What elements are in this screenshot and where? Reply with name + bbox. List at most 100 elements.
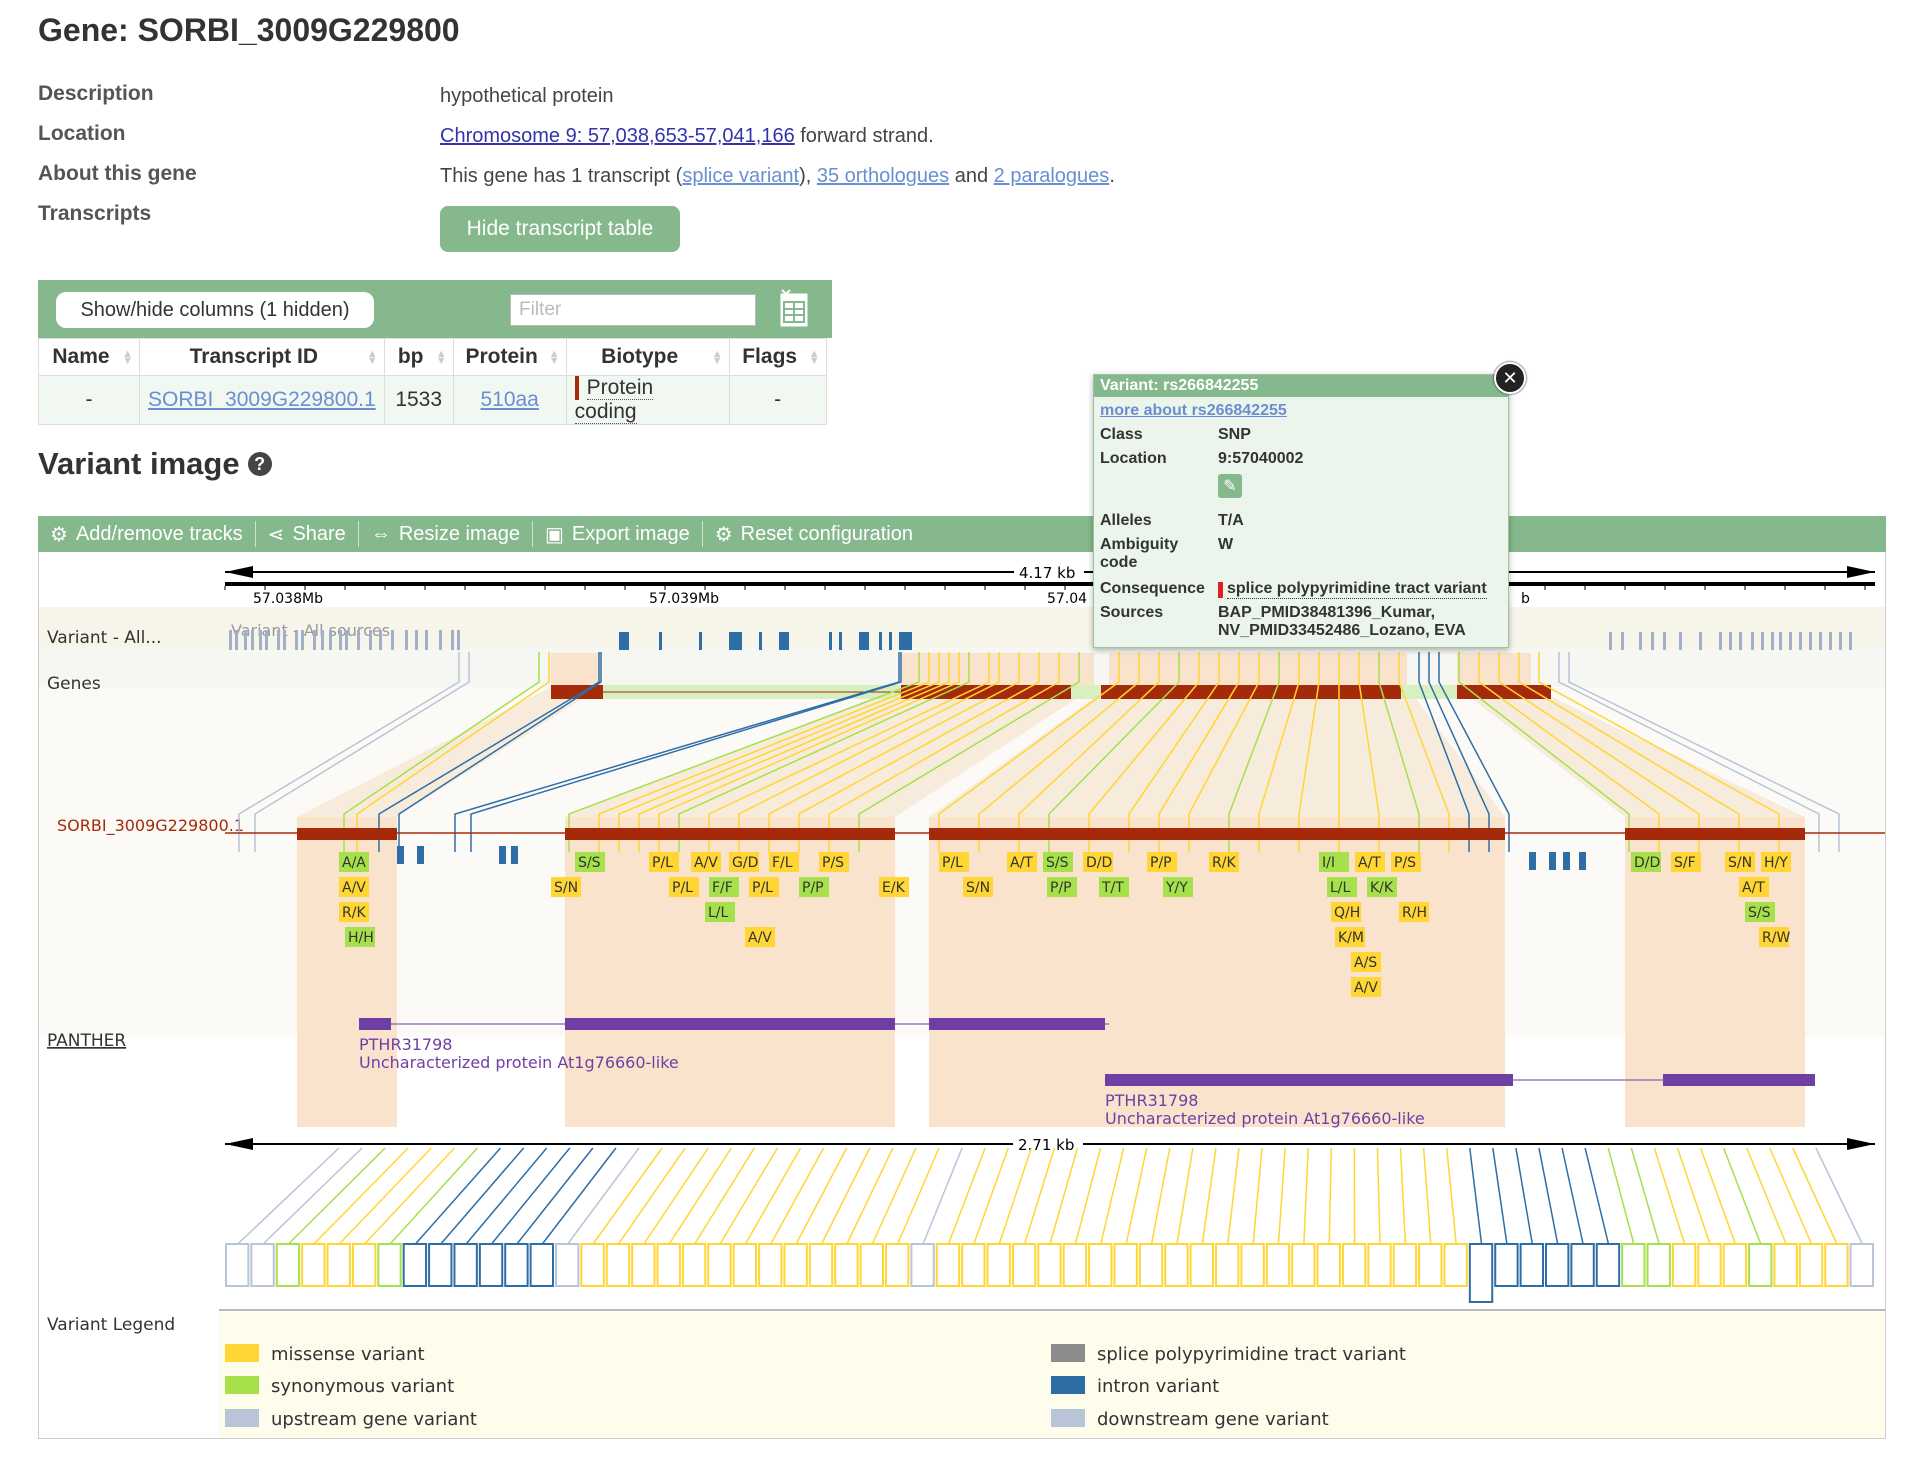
- variant-tick: [1729, 632, 1732, 650]
- popup-value-location: 9:57040002: [1218, 450, 1304, 467]
- help-icon[interactable]: ?: [247, 452, 272, 476]
- aa-box: [1759, 927, 1789, 947]
- variant-box: [377, 1243, 402, 1287]
- share-button[interactable]: ⋖Share: [256, 521, 359, 547]
- variant-box: [1418, 1243, 1443, 1287]
- col-biotype[interactable]: Biotype▲▼: [565, 338, 730, 376]
- track-label-panther[interactable]: PANTHER: [47, 1031, 126, 1051]
- variant-box: [1062, 1243, 1088, 1287]
- box-connector: [973, 1147, 1009, 1245]
- paralogues-link[interactable]: 2 paralogues: [993, 165, 1110, 187]
- aa-label: S/S: [1748, 905, 1771, 921]
- variant-box: [631, 1243, 656, 1287]
- aa-label: L/L: [708, 905, 729, 921]
- col-flags[interactable]: Flags▲▼: [728, 338, 827, 376]
- variant-image-panel: 4.17 kb 57.038Mb 57.039Mb 57.04 b Varian…: [38, 552, 1886, 1439]
- aa-box: [649, 852, 679, 872]
- intron-markers[interactable]: [397, 846, 1586, 870]
- variant-box: [859, 1243, 884, 1287]
- aa-box: [1083, 852, 1113, 872]
- variant-tick: [1849, 632, 1852, 650]
- aa-box: [1047, 877, 1077, 897]
- excel-export-icon[interactable]: [778, 288, 810, 328]
- variant-tick: [779, 632, 789, 650]
- variant-boxes[interactable]: [225, 1147, 1874, 1303]
- variant-tick: [759, 632, 762, 650]
- variant-box: [1748, 1243, 1773, 1287]
- col-transcript-id[interactable]: Transcript ID▲▼: [139, 338, 385, 376]
- aa-label: S/N: [966, 880, 990, 896]
- col-protein[interactable]: Protein▲▼: [452, 338, 567, 376]
- box-connector: [1584, 1147, 1610, 1245]
- panther-domains[interactable]: [359, 1018, 1815, 1086]
- chromosome-link[interactable]: Chromosome 9: 57,038,653-57,041,166: [440, 125, 795, 147]
- box-connector: [541, 1147, 617, 1245]
- variant-box: [1671, 1243, 1697, 1287]
- box-connector: [1515, 1147, 1534, 1245]
- box-connector: [1653, 1147, 1686, 1245]
- aa-box: [1043, 852, 1073, 872]
- box-connector: [1538, 1147, 1559, 1245]
- box-connector: [897, 1147, 940, 1245]
- variant-tick: [339, 630, 342, 650]
- popup-value-sources-1: BAP_PMID38481396_Kumar,: [1218, 604, 1436, 621]
- variant-tick: [457, 630, 460, 650]
- variant-tick: [659, 632, 662, 650]
- variant-box: [1697, 1243, 1722, 1287]
- aa-box: [1355, 852, 1385, 872]
- popup-value-alleles: T/A: [1218, 512, 1244, 529]
- aa-label: P/P: [1150, 855, 1172, 871]
- aa-box: [551, 877, 581, 897]
- popup-more-link[interactable]: more about rs266842255: [1100, 402, 1287, 419]
- aa-box: [1147, 852, 1177, 872]
- variant-box: [580, 1243, 605, 1287]
- variant-box: [351, 1243, 377, 1287]
- tick-label-0: 57.038Mb: [253, 591, 323, 607]
- cell-transcript-id[interactable]: SORBI_3009G229800.1: [139, 374, 385, 426]
- aa-label: P/L: [652, 855, 673, 871]
- aa-box: [1099, 877, 1129, 897]
- variant-tick: [313, 630, 316, 650]
- aa-box: [879, 877, 909, 897]
- resize-image-button[interactable]: ⇔Resize image: [359, 521, 533, 547]
- close-icon[interactable]: ✕: [1494, 362, 1526, 394]
- box-connector: [414, 1147, 502, 1245]
- splice-variant-link[interactable]: splice variant: [682, 165, 800, 187]
- aa-label: A/V: [1354, 980, 1378, 996]
- tick-label-3: b: [1521, 591, 1530, 607]
- variant-image-heading: Variant image ?: [38, 446, 272, 482]
- edit-icon[interactable]: ✎: [1218, 474, 1242, 498]
- variant-tick: [1839, 632, 1842, 650]
- box-connector: [744, 1147, 802, 1245]
- add-remove-tracks-button[interactable]: ⚙Add/remove tracks: [38, 521, 256, 547]
- hide-transcript-table-button[interactable]: Hide transcript table: [440, 206, 680, 252]
- show-hide-columns-button[interactable]: Show/hide columns (1 hidden): [56, 292, 374, 328]
- aa-box: [345, 927, 375, 947]
- export-image-button[interactable]: ▣Export image: [533, 521, 703, 547]
- popup-label-alleles: Alleles: [1100, 512, 1152, 529]
- variant-track-ticks[interactable]: [229, 630, 1852, 650]
- orthologues-link[interactable]: 35 orthologues: [816, 165, 950, 187]
- box-connector: [1201, 1147, 1217, 1245]
- box-connector: [1277, 1147, 1286, 1245]
- box-connector: [313, 1147, 409, 1245]
- variant-tick: [1609, 632, 1612, 650]
- variant-image-canvas[interactable]: 4.17 kb 57.038Mb 57.039Mb 57.04 b Varian…: [39, 552, 1885, 1438]
- filter-input[interactable]: Filter: [510, 294, 756, 326]
- transcript-exons[interactable]: [297, 828, 1805, 840]
- variant-box: [428, 1243, 453, 1287]
- reset-configuration-button[interactable]: ⚙Reset configuration: [714, 522, 913, 546]
- box-connector: [820, 1147, 871, 1245]
- variant-box: [808, 1243, 834, 1287]
- variant-box: [301, 1243, 326, 1287]
- col-name[interactable]: Name▲▼: [38, 338, 140, 376]
- variant-tick: [415, 630, 418, 650]
- aa-box: [1327, 877, 1357, 897]
- variant-box: [783, 1243, 808, 1287]
- cell-flags: -: [728, 374, 827, 426]
- box-connector: [617, 1147, 686, 1245]
- col-bp[interactable]: bp▲▼: [383, 338, 454, 376]
- cell-protein[interactable]: 510aa: [452, 374, 567, 426]
- image-toolbar: ⚙Add/remove tracks ⋖Share ⇔Resize image …: [38, 516, 1886, 552]
